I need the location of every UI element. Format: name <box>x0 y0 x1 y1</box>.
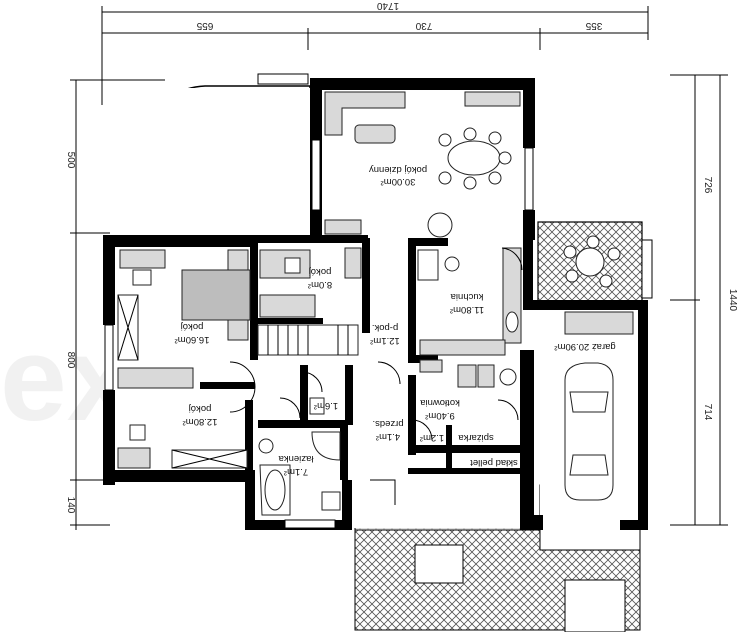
dim-seg-1: 655 <box>196 20 213 31</box>
dim-left-3: 140 <box>65 497 76 514</box>
dim-total-top: 1740 <box>376 0 399 11</box>
label-spizarka-name: spiżarka <box>458 432 494 443</box>
room-labels: pokój dzienny 30.00m² pokój 8.0m² pokój … <box>175 164 616 477</box>
label-bath-area: 7.1m² <box>284 466 308 477</box>
label-ppok-name: p-pok. <box>372 322 398 333</box>
label-room16-name: pokój <box>181 321 204 332</box>
dim-left-1: 500 <box>65 152 76 169</box>
dimension-top: 1740 655 730 355 <box>101 0 649 105</box>
label-room16-area: 16.60m² <box>175 334 210 345</box>
dim-seg-2: 730 <box>415 20 432 31</box>
doors <box>229 247 523 505</box>
dim-seg-3: 355 <box>585 20 602 31</box>
label-ppok-area: 12.1m² <box>370 335 400 346</box>
label-boiler-area: 9.40m² <box>425 410 455 421</box>
label-kitchen-name: kuchnia <box>450 291 483 302</box>
kitchen-furniture <box>417 247 522 356</box>
window-living-right <box>524 147 534 211</box>
bathroom-furniture <box>258 397 341 516</box>
stairs <box>257 324 359 356</box>
label-sklad: skład pellet <box>470 457 518 468</box>
label-living-area: 30.00m² <box>381 176 416 187</box>
bedroom-medium-furniture <box>117 367 248 469</box>
label-living-name: pokój dzienny <box>369 164 427 175</box>
label-room12-area: 12.80m² <box>183 416 218 427</box>
driveway-cutout <box>564 579 626 632</box>
label-przeds-area: 4.1m² <box>376 431 400 442</box>
label-room12-name: pokój <box>189 403 212 414</box>
dimension-left: 500 800 140 <box>65 79 165 530</box>
dim-right-1: 726 <box>702 177 713 194</box>
label-room8-area: 8.0m² <box>308 279 332 290</box>
label-boiler-name: kotłownia <box>419 397 459 408</box>
dim-left-2: 800 <box>65 352 76 369</box>
label-przeds-name: przeds. <box>372 418 403 429</box>
label-kitchen-area: 11.80m² <box>450 304 484 315</box>
sign-plaque <box>414 544 464 584</box>
label-wc-area: 1.6m² <box>314 400 338 411</box>
label-spizarka-area: 1.2m² <box>420 432 444 443</box>
window-living-left <box>311 139 321 211</box>
window-left-1 <box>104 324 114 391</box>
dimension-right: 1440 726 714 <box>670 74 738 526</box>
label-room8-name: pokój <box>309 266 332 277</box>
dim-right-total: 1440 <box>727 289 738 312</box>
walls <box>103 78 648 530</box>
terrace-table <box>563 235 621 288</box>
railing-top <box>257 73 309 85</box>
boiler-room-furniture <box>419 359 517 388</box>
dim-right-2: 714 <box>702 404 713 421</box>
bedroom-small-furniture <box>259 247 362 318</box>
railing-right <box>641 239 653 299</box>
label-garage: garaż 20.90m² <box>554 341 615 352</box>
bedroom-large-furniture <box>117 249 251 361</box>
window-bath <box>284 519 336 529</box>
label-bath-name: łazienka <box>278 453 314 464</box>
living-furniture <box>324 91 521 238</box>
garage-car <box>564 311 634 501</box>
